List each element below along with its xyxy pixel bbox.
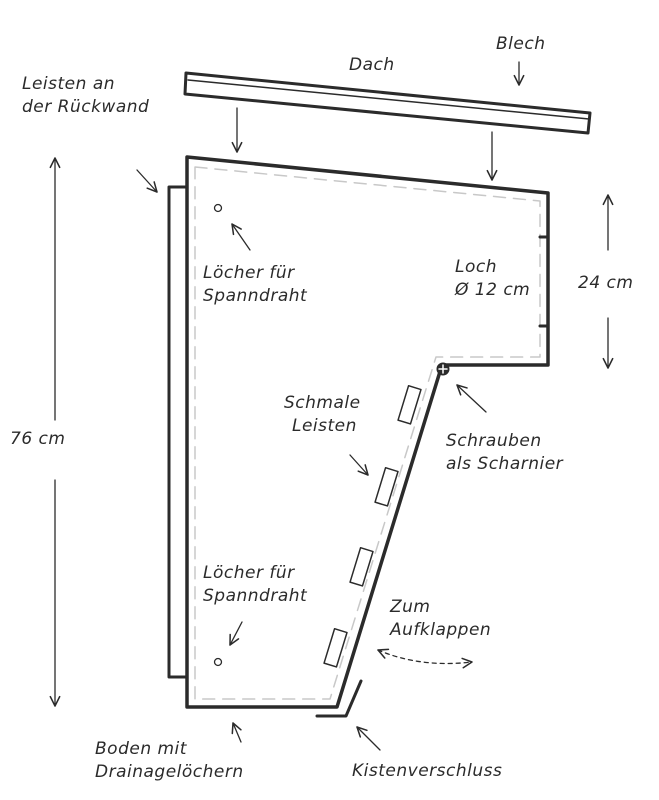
strip (349, 546, 374, 587)
strip (323, 627, 348, 668)
label-sheet-metal: Blech (496, 34, 546, 54)
arrow-icon (136, 169, 158, 193)
narrow-strips (323, 384, 422, 668)
annotation-arrows (49, 61, 614, 751)
arrow-icon (349, 454, 369, 476)
arrow-icon (231, 223, 251, 251)
label-latch: Kistenverschluss (352, 761, 503, 781)
label-height-24: 24 cm (578, 273, 634, 293)
hinge-screw-icon (436, 362, 450, 376)
open-direction-arrow (377, 648, 473, 669)
strip (397, 384, 422, 425)
back-wall-strip (167, 185, 189, 679)
arrow-icon (229, 621, 243, 646)
arrow-icon (231, 722, 242, 743)
roof-board (183, 71, 592, 135)
inner-dashed-line (194, 166, 541, 700)
label-roof: Dach (349, 55, 395, 75)
strip (374, 466, 399, 507)
label-height-76: 76 cm (10, 429, 66, 449)
box-latch (315, 679, 363, 718)
arrow-icon (356, 726, 381, 751)
arrow-icon (456, 384, 487, 413)
wire-hole-bottom (213, 657, 223, 667)
wire-hole-top (213, 203, 223, 213)
